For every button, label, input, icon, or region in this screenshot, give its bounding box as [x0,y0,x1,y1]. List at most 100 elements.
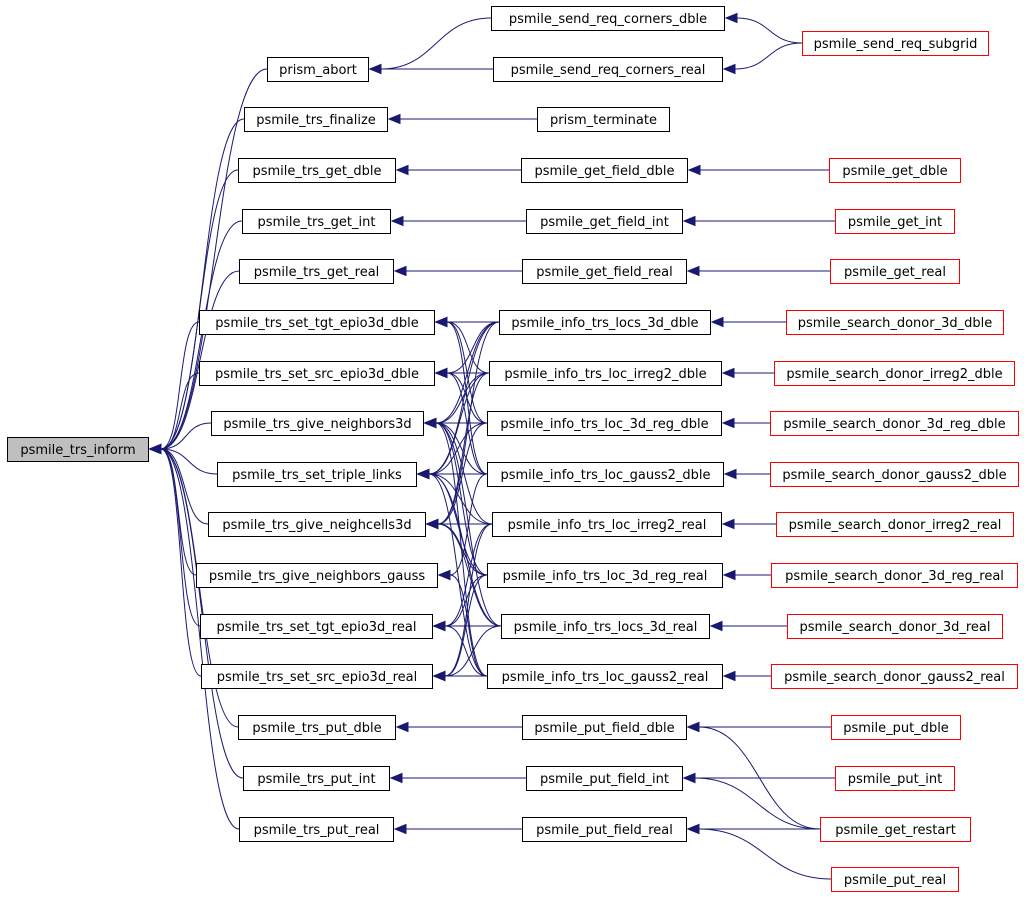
node-label: psmile_info_trs_loc_gauss2_real [502,670,709,685]
node-sd_3d_r[interactable]: psmile_search_donor_3d_real [787,614,1003,639]
node-i_l3d_d[interactable]: psmile_info_trs_locs_3d_dble [499,310,711,335]
node-label: psmile_search_donor_gauss2_real [784,670,1005,685]
node-box [829,158,961,183]
node-i_l3r_r[interactable]: psmile_info_trs_loc_3d_reg_real [487,563,723,588]
arrowhead [432,620,446,632]
node-abort[interactable]: prism_abort [267,57,369,82]
node-sd_i2_r[interactable]: psmile_search_donor_irreg2_real [776,512,1014,537]
node-label: psmile_trs_set_triple_links [232,468,402,483]
node-gfr[interactable]: psmile_get_field_real [522,259,687,284]
arrowhead [721,518,735,530]
edge-sd_3d_d-to-i_l3d_d [710,316,786,328]
node-stl[interactable]: psmile_trs_set_triple_links [217,462,417,487]
arrowhead [709,620,723,632]
node-label: psmile_trs_set_tgt_epio3d_dble [215,316,418,331]
node-box [774,361,1015,386]
node-stgt_r[interactable]: psmile_trs_set_tgt_epio3d_real [200,614,433,639]
node-box [201,664,433,689]
node-pfi[interactable]: psmile_put_field_int [526,766,683,791]
node-root[interactable]: psmile_trs_inform [7,437,149,462]
node-box [771,563,1018,588]
node-sd_i2_d[interactable]: psmile_search_donor_irreg2_dble [774,361,1015,386]
edge-i_lg2_r-to-ssrc_r [432,670,488,682]
node-sd_3r_r[interactable]: psmile_search_donor_3d_reg_real [771,563,1018,588]
node-box [211,411,424,436]
node-gn3d[interactable]: psmile_trs_give_neighbors3d [211,411,424,436]
node-finalize[interactable]: psmile_trs_finalize [244,107,388,132]
node-label: psmile_trs_get_int [258,215,376,230]
node-get_dble_u[interactable]: psmile_get_dble [829,158,961,183]
node-label: psmile_trs_put_int [257,772,375,787]
arrowhead [395,164,409,176]
node-label: psmile_send_req_subgrid [814,37,978,52]
node-put_int_u[interactable]: psmile_put_int [835,766,955,791]
arrowhead [722,569,736,581]
node-label: psmile_info_trs_locs_3d_real [514,620,698,635]
node-put_real[interactable]: psmile_trs_put_real [239,817,394,842]
node-gfi[interactable]: psmile_get_field_int [526,209,683,234]
arrowhead [724,12,738,24]
node-i_l3r_d[interactable]: psmile_info_trs_loc_3d_reg_dble [487,411,722,436]
node-i_lg2_r[interactable]: psmile_info_trs_loc_gauss2_real [487,664,723,689]
node-sd_3d_d[interactable]: psmile_search_donor_3d_dble [786,310,1004,335]
node-label: psmile_send_req_corners_real [511,63,706,78]
node-pfr[interactable]: psmile_put_field_real [522,817,687,842]
node-src_d[interactable]: psmile_send_req_corners_dble [491,6,725,31]
node-box [771,664,1018,689]
node-label: psmile_trs_get_dble [252,164,381,179]
edge-pfd-to-put_dble [395,721,523,733]
node-box [487,462,724,487]
node-pfd[interactable]: psmile_put_field_dble [522,715,687,740]
node-gfd[interactable]: psmile_get_field_dble [521,158,688,183]
node-i_l3d_r[interactable]: psmile_info_trs_locs_3d_real [501,614,710,639]
node-ssrc_r[interactable]: psmile_trs_set_src_epio3d_real [201,664,433,689]
arrowhead [434,367,448,379]
node-restart[interactable]: psmile_get_restart [820,817,971,842]
node-box [820,817,971,842]
node-box [770,411,1019,436]
arrowhead [148,443,162,455]
node-box [835,209,955,234]
arrowhead [686,721,700,733]
arrowhead [425,518,439,530]
node-put_int[interactable]: psmile_trs_put_int [243,766,390,791]
arrowhead [710,316,724,328]
node-box [526,209,683,234]
node-i_lg2_d[interactable]: psmile_info_trs_loc_gauss2_dble [487,462,724,487]
node-box [491,6,725,31]
node-label: psmile_trs_finalize [256,113,376,128]
node-subgrid[interactable]: psmile_send_req_subgrid [802,31,989,56]
node-label: psmile_get_field_real [536,265,672,280]
node-src_r[interactable]: psmile_send_req_corners_real [493,57,723,82]
node-put_real_u[interactable]: psmile_put_real [831,867,959,892]
node-get_real_u[interactable]: psmile_get_real [830,259,960,284]
edge-pfr-to-put_real [393,823,522,835]
node-i_li2_r[interactable]: psmile_info_trs_loc_irreg2_real [492,512,722,537]
node-sd_g2_r[interactable]: psmile_search_donor_gauss2_real [771,664,1018,689]
edge-ssrc_r-to-root [148,443,202,677]
node-label: psmile_trs_give_neighcells3d [222,518,411,533]
edge-restart-to-pfi [682,772,821,830]
node-box [200,614,433,639]
node-gnc3d[interactable]: psmile_trs_give_neighcells3d [208,512,426,537]
node-gng[interactable]: psmile_trs_give_neighbors_gauss [196,563,438,588]
node-get_int[interactable]: psmile_trs_get_int [242,209,391,234]
node-sd_g2_d[interactable]: psmile_search_donor_gauss2_dble [770,462,1019,487]
node-get_dble[interactable]: psmile_trs_get_dble [238,158,396,183]
node-put_dble_u[interactable]: psmile_put_dble [831,715,961,740]
node-i_li2_d[interactable]: psmile_info_trs_loc_irreg2_dble [489,361,722,386]
node-ssrc_d[interactable]: psmile_trs_set_src_epio3d_dble [199,361,435,386]
edge-gfd-to-get_dble [395,164,521,176]
edge-i_l3d_r-to-stl [416,468,502,627]
node-put_dble[interactable]: psmile_trs_put_dble [238,715,396,740]
node-box [522,715,687,740]
node-get_int_u[interactable]: psmile_get_int [835,209,955,234]
node-box [835,766,955,791]
node-sd_3r_d[interactable]: psmile_search_donor_3d_reg_dble [770,411,1019,436]
node-get_real[interactable]: psmile_trs_get_real [239,259,394,284]
arrowhead [682,215,696,227]
node-stgt_d[interactable]: psmile_trs_set_tgt_epio3d_dble [199,310,435,335]
arrowhead [368,63,382,75]
node-label: psmile_info_trs_loc_gauss2_dble [500,468,710,483]
node-term[interactable]: prism_terminate [537,107,670,132]
